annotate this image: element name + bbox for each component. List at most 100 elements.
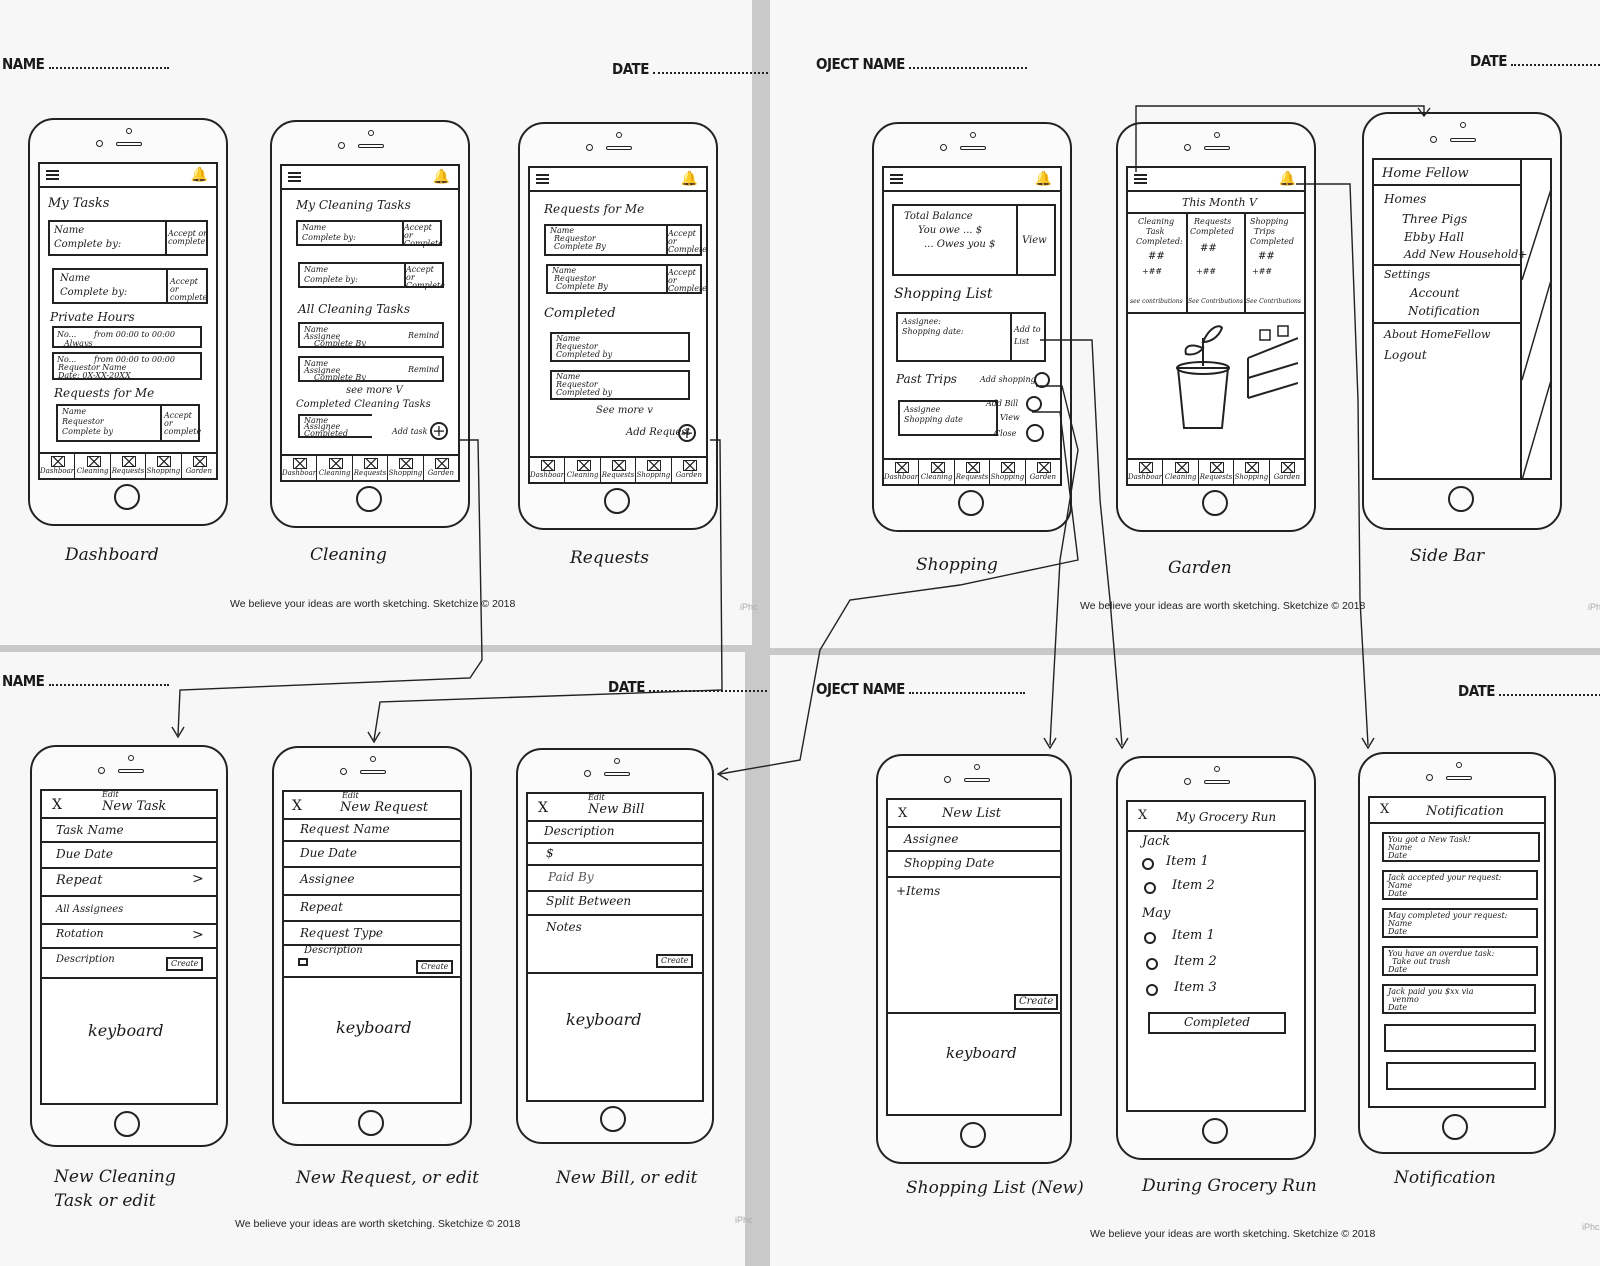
tab-garden[interactable]: Garden [672, 458, 706, 482]
close-icon[interactable]: X [52, 797, 62, 813]
task-card[interactable]: Name Assignee Complete By Remind [298, 356, 444, 382]
tab-dashboard[interactable]: Dashboard [530, 458, 566, 482]
bell-icon[interactable]: 🔔 [432, 169, 450, 185]
sidebar-item-logout[interactable]: Logout [1384, 348, 1427, 362]
home-button[interactable] [114, 1111, 140, 1137]
add-items-field[interactable]: +Items [896, 884, 941, 898]
home-button[interactable] [600, 1106, 626, 1132]
see-more-link[interactable]: See more v [596, 405, 653, 416]
accept-button[interactable]: Accept or complete [170, 277, 208, 302]
list-icon[interactable] [1034, 372, 1050, 388]
tab-dashboard[interactable]: Dashboard [40, 454, 76, 478]
add-request-button[interactable]: + [678, 424, 696, 442]
task-name-field[interactable]: Task Name [56, 823, 124, 837]
split-between-field[interactable]: Split Between [546, 894, 632, 908]
completed-card[interactable]: Name Requestor Completed by [550, 370, 690, 400]
notification-item[interactable]: Jack paid you $xx via venmo Date [1382, 984, 1536, 1014]
see-more-link[interactable]: see more V [346, 385, 403, 396]
tab-cleaning[interactable]: Cleaning [75, 454, 111, 478]
sidebar-item-notification[interactable]: Notification [1408, 304, 1480, 318]
bell-icon[interactable]: 🔔 [1034, 171, 1052, 187]
home-button[interactable] [1202, 1118, 1228, 1144]
notification-item[interactable]: You have an overdue task: Take out trash… [1382, 946, 1538, 976]
home-button[interactable] [960, 1122, 986, 1148]
home-button[interactable] [356, 486, 382, 512]
task-card[interactable]: Name Complete by: Accept or Complete [296, 220, 443, 248]
assignee-field[interactable]: Assignee [904, 832, 959, 846]
tab-cleaning[interactable]: Cleaning [317, 456, 353, 480]
dollar-icon[interactable] [1026, 396, 1042, 412]
task-card[interactable]: Name Complete by: Accept or Complete [298, 262, 445, 290]
tab-cleaning[interactable]: Cleaning [1163, 460, 1199, 484]
home-button[interactable] [604, 488, 630, 514]
accept-button[interactable]: Accept or Complete [404, 223, 443, 248]
close-icon[interactable]: X [1380, 802, 1390, 817]
checkbox[interactable] [1144, 932, 1156, 944]
task-card[interactable]: Name Complete by: Accept or complete [52, 268, 208, 304]
create-button[interactable]: Create [1014, 994, 1059, 1010]
dimmed-overlay[interactable] [1522, 160, 1552, 480]
close-icon[interactable] [1026, 424, 1044, 442]
assignee-field[interactable]: Assignee [300, 872, 355, 886]
home-button[interactable] [114, 484, 140, 510]
close-icon[interactable]: X [1138, 808, 1148, 823]
see-contributions-link[interactable]: See Contributions [1246, 298, 1301, 305]
tab-garden[interactable]: Garden [1026, 460, 1060, 484]
remind-button[interactable]: Remind [408, 331, 440, 340]
description-field[interactable]: Description [544, 824, 615, 838]
home-button[interactable] [1202, 490, 1228, 516]
sidebar-item-ebby-hall[interactable]: Ebby Hall [1404, 230, 1465, 244]
request-card[interactable]: Name Requestor Complete By Accept or Com… [544, 224, 706, 256]
repeat-field[interactable]: Repeat [56, 873, 103, 888]
sidebar-item-account[interactable]: Account [1410, 286, 1460, 300]
notes-field[interactable]: Notes [546, 920, 582, 934]
tab-dashboard[interactable]: Dashboard [884, 460, 920, 484]
home-button[interactable] [958, 490, 984, 516]
completed-button[interactable]: Completed [1148, 1012, 1286, 1034]
checkbox[interactable] [1144, 882, 1156, 894]
due-date-field[interactable]: Due Date [300, 846, 357, 860]
tab-requests[interactable]: Requests [1199, 460, 1235, 484]
tab-shopping[interactable]: Shopping [990, 460, 1026, 484]
description-field[interactable]: Description [304, 945, 363, 956]
bell-icon[interactable]: 🔔 [190, 167, 208, 183]
tab-garden[interactable]: Garden [424, 456, 458, 480]
checkbox[interactable] [1142, 858, 1154, 870]
tab-shopping[interactable]: Shopping [388, 456, 424, 480]
task-card[interactable]: Name Complete by: Accept or complete [48, 220, 208, 256]
due-date-field[interactable]: Due Date [56, 847, 113, 861]
accept-button[interactable]: Accept or complete [168, 229, 207, 246]
amount-field[interactable]: $ [546, 846, 554, 860]
tab-shopping[interactable]: Shopping [636, 458, 672, 482]
month-selector[interactable]: This Month V [1182, 196, 1257, 209]
tab-shopping[interactable]: Shopping [146, 454, 182, 478]
menu-icon[interactable] [890, 174, 903, 184]
tab-cleaning[interactable]: Cleaning [565, 458, 601, 482]
add-to-list-button[interactable]: Add to List [1014, 325, 1041, 346]
close-icon[interactable]: X [898, 806, 908, 821]
description-field[interactable]: Description [56, 954, 115, 965]
request-name-field[interactable]: Request Name [300, 822, 390, 836]
tab-requests[interactable]: Requests [955, 460, 991, 484]
tab-cleaning[interactable]: Cleaning [919, 460, 955, 484]
home-button[interactable] [1448, 486, 1474, 512]
close-icon[interactable]: X [538, 800, 548, 816]
view-button[interactable]: View [1022, 235, 1047, 246]
sidebar-item-three-pigs[interactable]: Three Pigs [1402, 212, 1468, 226]
create-button[interactable]: Create [656, 954, 694, 968]
tab-requests[interactable]: Requests [111, 454, 147, 478]
shopping-list-card[interactable]: Assignee: Shopping date: Add to List [896, 312, 1046, 362]
sidebar-item-add-household[interactable]: Add New Household+ [1404, 248, 1528, 261]
tab-dashboard[interactable]: Dashboard [1128, 460, 1164, 484]
home-button[interactable] [358, 1110, 384, 1136]
remind-button[interactable]: Remind [408, 365, 440, 374]
create-button[interactable]: Create [166, 957, 204, 971]
accept-button[interactable]: Accept or complete [164, 411, 202, 436]
task-card[interactable]: Name Assignee Completed [298, 414, 372, 438]
tab-shopping[interactable]: Shopping [1234, 460, 1270, 484]
accept-button[interactable]: Accept or Complete [406, 265, 445, 290]
checkbox[interactable] [1146, 958, 1158, 970]
menu-icon[interactable] [536, 174, 549, 184]
request-card[interactable]: Name Requestor Complete by Accept or com… [56, 404, 202, 442]
tab-garden[interactable]: Garden [182, 454, 216, 478]
